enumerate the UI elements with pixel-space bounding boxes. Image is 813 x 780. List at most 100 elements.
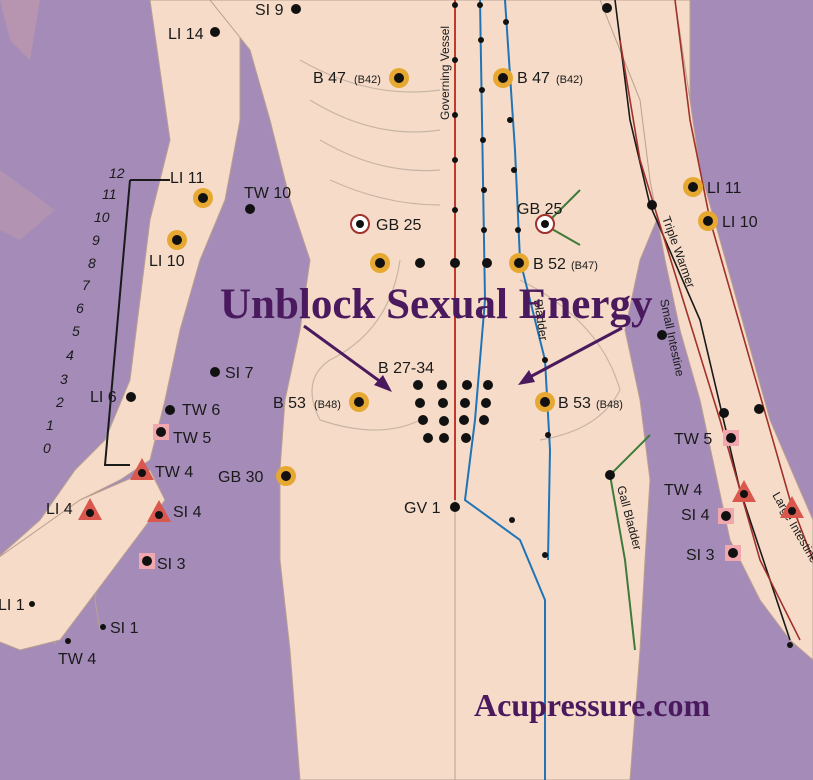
label-si4-left: SI 4 [173, 504, 202, 521]
label-tw10: TW 10 [244, 185, 291, 202]
left-hand [0, 469, 166, 651]
point-si1 [100, 624, 106, 630]
point-si9 [291, 4, 301, 14]
label-tw6: TW 6 [182, 402, 220, 419]
label-tw5-left: TW 5 [173, 430, 211, 447]
arrow-left [303, 324, 386, 387]
page-title: Unblock Sexual Energy [220, 281, 653, 328]
bladder-label: Bladder [531, 298, 551, 341]
triangle-points [78, 458, 804, 522]
label-si9: SI 9 [255, 2, 284, 19]
small-intestine-line [619, 39, 801, 641]
scale-tick-3: 3 [60, 371, 68, 387]
point-b47-left[interactable] [389, 68, 409, 88]
scale-tick-6: 6 [76, 300, 84, 316]
governing-vessel-label: Governing Vessel [438, 26, 452, 120]
label-b53-left: B 53 [273, 395, 306, 412]
label-b52: B 52 [533, 256, 566, 273]
label-b53-left-sub: (B48) [314, 399, 341, 411]
bladder-line-outer [504, 0, 552, 561]
gold-points [167, 68, 718, 486]
label-gb25-left: GB 25 [376, 217, 421, 234]
point-b52-left[interactable] [370, 253, 390, 273]
point-si7 [210, 367, 220, 377]
label-b47-right: B 47 [517, 70, 550, 87]
label-si4-right: SI 4 [681, 507, 710, 524]
scale-tick-1: 1 [46, 417, 54, 433]
point-labels: SI 9 LI 14 B 47 (B42) B 47 (B42) LI 11 T… [0, 2, 758, 668]
arrow-right [527, 326, 623, 380]
point-tw4-hand [65, 638, 71, 644]
point-li6 [126, 392, 136, 402]
point-b47-right[interactable] [493, 68, 513, 88]
point-tw6 [165, 405, 175, 415]
label-li10-left: LI 10 [149, 253, 185, 270]
scale-tick-12: 12 [109, 165, 125, 181]
point-gb25-right[interactable] [535, 214, 555, 234]
label-si1: SI 1 [110, 620, 139, 637]
torso [209, 0, 691, 780]
label-b47-right-sub: (B42) [556, 74, 583, 86]
point-li11-right[interactable] [683, 177, 703, 197]
pelvis-right [519, 279, 621, 441]
b27-34-cluster [413, 380, 493, 443]
label-si7: SI 7 [225, 365, 254, 382]
scale-tick-2: 2 [55, 394, 64, 410]
label-si3-left: SI 3 [157, 556, 186, 573]
point-li11-left[interactable] [193, 188, 213, 208]
label-b53-right-sub: (B48) [596, 399, 623, 411]
label-li1: LI 1 [0, 597, 25, 614]
label-gb25-right: GB 25 [517, 201, 562, 218]
plain-points [29, 4, 797, 644]
point-li10-right[interactable] [698, 211, 718, 231]
label-li14: LI 14 [168, 26, 204, 43]
point-b53-left[interactable] [349, 392, 369, 412]
label-li11-left: LI 11 [170, 170, 205, 187]
label-tw4-hand: TW 4 [58, 651, 96, 668]
label-b47-left-sub: (B42) [354, 74, 381, 86]
ribs [299, 59, 441, 206]
label-li6: LI 6 [90, 389, 117, 406]
label-b52-sub: (B47) [571, 260, 598, 272]
scale-tick-4: 4 [66, 347, 74, 363]
point-b52-right[interactable] [509, 253, 529, 273]
point-gb30[interactable] [276, 466, 296, 486]
point-li1 [29, 601, 35, 607]
label-b27-34: B 27-34 [378, 360, 434, 377]
point-li14 [210, 27, 220, 37]
scale-tick-9: 9 [92, 232, 100, 248]
decor-leaf [0, 170, 55, 240]
square-points [139, 424, 741, 569]
scale-tick-10: 10 [94, 209, 110, 225]
arrows [303, 324, 623, 392]
right-arm [599, 0, 813, 661]
label-li10-right: LI 10 [722, 214, 758, 231]
scale-tick-0: 0 [43, 440, 51, 456]
point-li10-left[interactable] [167, 230, 187, 250]
label-gb30: GB 30 [218, 469, 263, 486]
scale-ticks: 0 1 2 3 4 5 6 7 8 9 10 11 12 [43, 165, 125, 456]
scale-tick-11: 11 [102, 186, 117, 202]
scale-ruler [103, 179, 170, 466]
point-gv1 [450, 502, 460, 512]
bladder-line-inner [463, 0, 546, 780]
pelvis-left [311, 259, 421, 431]
point-gb25-left[interactable] [350, 214, 370, 234]
point-b53-right[interactable] [535, 392, 555, 412]
scale-tick-5: 5 [72, 323, 80, 339]
label-li4: LI 4 [46, 501, 73, 518]
brand-watermark: Acupressure.com [474, 687, 710, 723]
label-si3-right: SI 3 [686, 547, 715, 564]
ring-points [350, 214, 555, 234]
label-tw5-right: TW 5 [674, 431, 712, 448]
triple-warmer-line [614, 0, 791, 641]
label-b47-left: B 47 [313, 70, 346, 87]
decor-leaf [0, 0, 40, 60]
scale-tick-7: 7 [82, 277, 91, 293]
label-li11-right: LI 11 [707, 180, 742, 197]
label-tw4-right: TW 4 [664, 482, 702, 499]
label-b53-right: B 53 [558, 395, 591, 412]
label-tw4-left: TW 4 [155, 464, 193, 481]
